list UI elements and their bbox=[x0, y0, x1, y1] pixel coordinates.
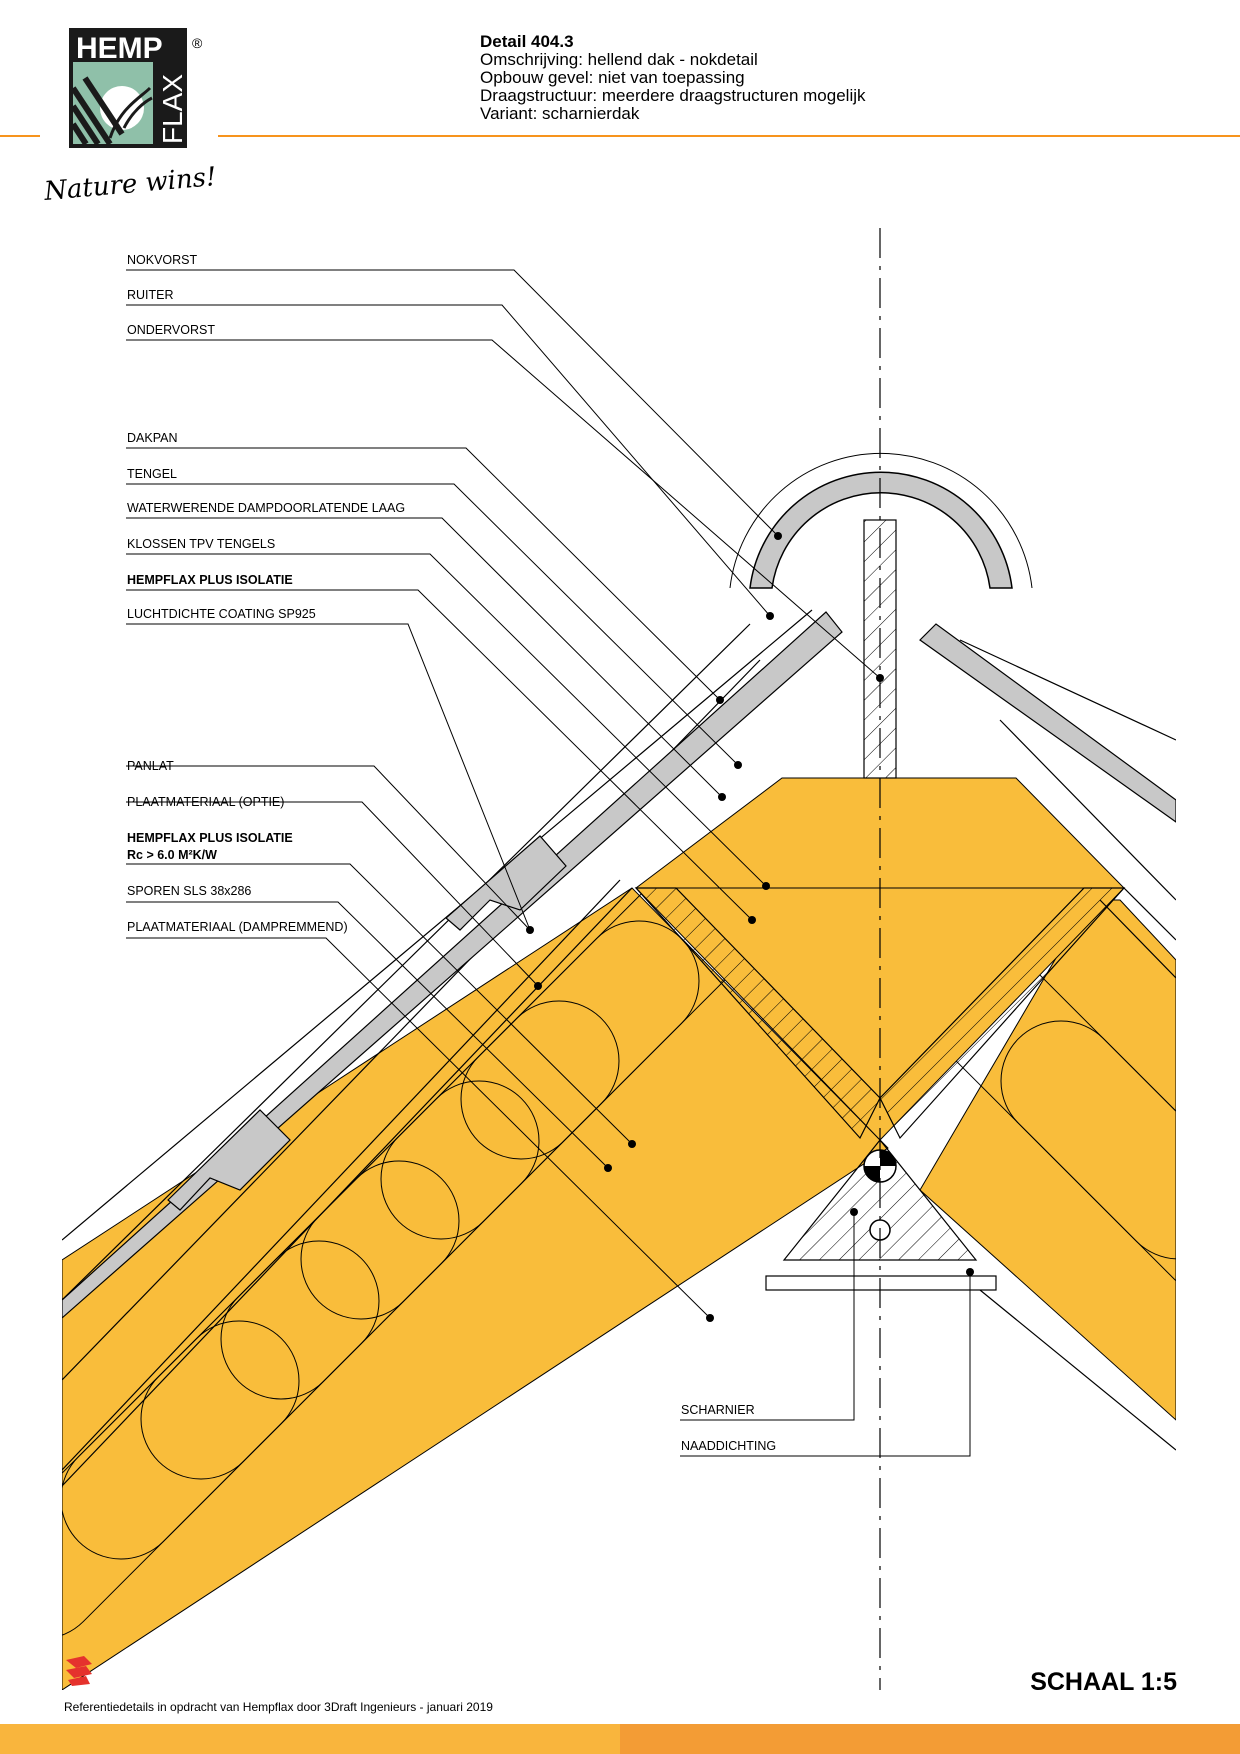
logo-brand-side: FLAX bbox=[157, 74, 188, 144]
label-luchtdicht: LUCHTDICHTE COATING SP925 bbox=[127, 607, 316, 621]
footer-credit: Referentiedetails in opdracht van Hempfl… bbox=[64, 1700, 493, 1714]
label-tengel: TENGEL bbox=[127, 467, 178, 481]
footer-bar-left bbox=[0, 1724, 620, 1754]
label-ruiter: RUITER bbox=[127, 288, 174, 302]
label-klossen: KLOSSEN TPV TENGELS bbox=[127, 537, 276, 551]
roof-layers-right bbox=[959, 639, 1176, 1451]
detail-description: Omschrijving: hellend dak - nokdetail bbox=[480, 50, 758, 69]
label-isolatie-rc: Rc > 6.0 M²K/W bbox=[127, 848, 217, 862]
label-nokvorst: NOKVORST bbox=[127, 253, 198, 267]
tile-profile-upper bbox=[445, 835, 567, 931]
header-rule-left bbox=[0, 135, 40, 137]
detail-facade: Opbouw gevel: niet van toepassing bbox=[480, 68, 745, 87]
registered-mark: ® bbox=[192, 35, 203, 51]
3draft-logo-icon bbox=[66, 1656, 92, 1686]
label-naaddichting: NAADDICHTING bbox=[681, 1439, 777, 1453]
leader-lines bbox=[126, 269, 971, 1457]
ridge-cap-outline bbox=[729, 452, 1033, 589]
tile-profile-lower bbox=[167, 1109, 291, 1211]
label-dakpan: DAKPAN bbox=[127, 431, 178, 445]
label-plaat-damp: PLAATMATERIAAL (DAMPREMMEND) bbox=[127, 920, 348, 934]
detail-title: Detail 404.3 bbox=[480, 32, 574, 51]
footer-bar-right bbox=[620, 1724, 1240, 1754]
header-rule-right bbox=[218, 135, 1240, 137]
detail-variant: Variant: scharnierdak bbox=[480, 104, 640, 123]
label-isolatie-main: HEMPFLAX PLUS ISOLATIE bbox=[127, 831, 293, 845]
logo-brand-top: HEMP bbox=[76, 32, 163, 65]
label-waterwerende: WATERWERENDE DAMPDOORLATENDE LAAG bbox=[127, 501, 406, 515]
hempflax-logo: HEMP FLAX ® Nature wins! bbox=[40, 28, 220, 208]
label-plaat-optie: PLAATMATERIAAL (OPTIE) bbox=[127, 795, 285, 809]
leader-dots bbox=[526, 532, 974, 1322]
label-panlat: PANLAT bbox=[127, 759, 174, 773]
label-scharnier: SCHARNIER bbox=[681, 1403, 755, 1417]
hinge-plate bbox=[765, 1275, 997, 1291]
tiles-right bbox=[919, 623, 1176, 823]
detail-header: Detail 404.3 Omschrijving: hellend dak -… bbox=[480, 33, 866, 123]
label-isolatie-top: HEMPFLAX PLUS ISOLATIE bbox=[127, 573, 293, 587]
detail-structure: Draagstructuur: meerdere draagstructuren… bbox=[480, 86, 866, 105]
scale-label: SCHAAL 1:5 bbox=[1030, 1668, 1177, 1696]
label-sporen: SPOREN SLS 38x286 bbox=[127, 884, 252, 898]
label-ondervorst: ONDERVORST bbox=[127, 323, 215, 337]
ridge-cap bbox=[749, 471, 1013, 589]
